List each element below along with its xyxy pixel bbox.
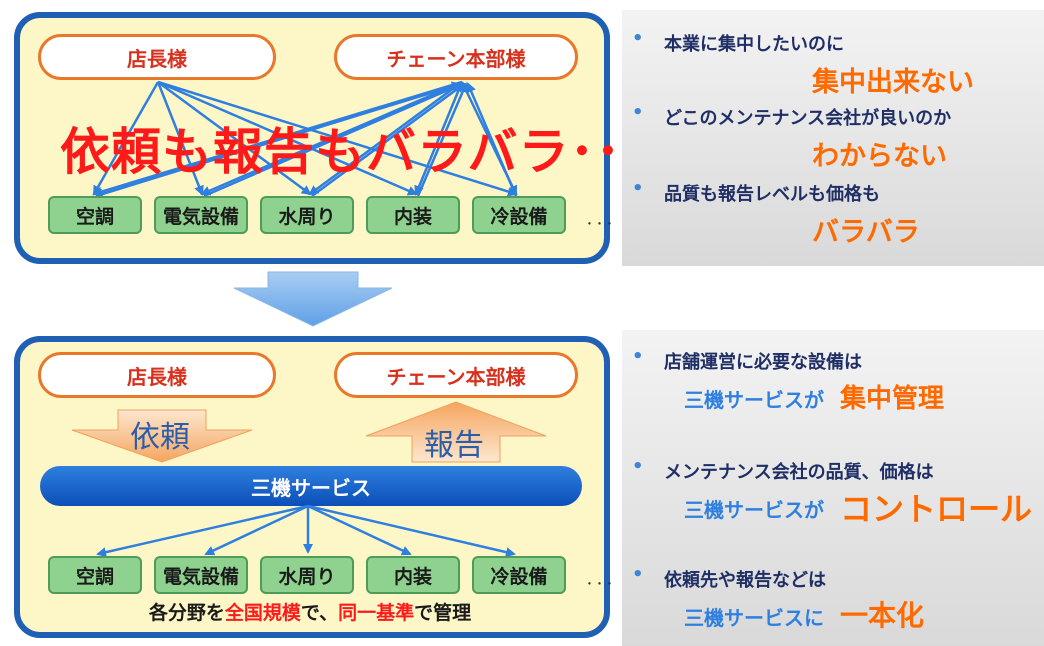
bottom-ellipsis: ･･･	[586, 577, 616, 593]
top-ellipsis: ･･･	[586, 217, 616, 233]
top-category-3: 水周り	[260, 196, 354, 234]
bottom-bullet-1-prefix: 三機サービスが	[684, 388, 824, 412]
top-bullet-3-highlight: バラバラ	[812, 217, 920, 248]
top-bullet-dot-2: •	[632, 102, 644, 123]
bottom-chain-hq-box: チェーン本部様	[334, 352, 578, 398]
top-chain-hq-box: チェーン本部様	[334, 34, 578, 80]
bottom-bullet-dot-2: •	[632, 456, 644, 477]
top-bullet-1-highlight: 集中出来ない	[812, 67, 974, 98]
bottom-bullet-1-line1: 店舗運営に必要な設備は	[664, 352, 862, 373]
top-info-box	[622, 10, 1044, 266]
top-bullet-dot-3: •	[632, 178, 644, 199]
report-arrow-label: 報告	[424, 428, 484, 463]
bottom-category-4: 内装	[366, 556, 460, 594]
top-bullet-1-text: 本業に集中したいのに	[664, 34, 844, 55]
footer-part-3: で管理	[414, 602, 472, 624]
top-store-manager-box: 店長様	[38, 34, 276, 80]
bottom-bullet-3-highlight: 一本化	[840, 599, 925, 632]
bottom-bullet-3-prefix: 三機サービスに	[684, 606, 824, 630]
bottom-category-2: 電気設備	[154, 556, 248, 594]
top-category-1: 空調	[48, 196, 142, 234]
footer-part-2: で、	[300, 602, 339, 624]
top-category-2: 電気設備	[154, 196, 248, 234]
request-arrow-label: 依頼	[130, 420, 190, 455]
bottom-bullet-dot-3: •	[632, 564, 644, 585]
footer-part-1: 各分野を	[148, 602, 225, 624]
top-headline: 依頼も報告もバラバラ･･･	[60, 123, 648, 181]
bottom-bullet-2-highlight: コントロール	[840, 490, 1033, 528]
top-category-5: 冷設備	[472, 196, 566, 234]
bottom-info-box	[622, 330, 1044, 646]
bottom-category-3: 水周り	[260, 556, 354, 594]
bottom-footer-caption: 各分野を全国規模で、同一基準で管理	[0, 598, 620, 625]
bottom-category-1: 空調	[48, 556, 142, 594]
top-category-4: 内装	[366, 196, 460, 234]
bottom-bullet-2-line1: メンテナンス会社の品質、価格は	[664, 462, 934, 483]
bottom-bullet-dot-1: •	[632, 346, 644, 367]
sanki-service-bar: 三機サービス	[40, 466, 582, 506]
top-bullet-2-text: どこのメンテナンス会社が良いのか	[664, 108, 952, 129]
top-bullet-dot-1: •	[632, 28, 644, 49]
bottom-bullet-2-prefix: 三機サービスが	[684, 498, 824, 522]
bottom-bullet-3-line1: 依頼先や報告などは	[664, 570, 826, 591]
bottom-bullet-1-highlight: 集中管理	[840, 384, 945, 414]
top-bullet-3-text: 品質も報告レベルも価格も	[664, 184, 880, 205]
top-bullet-2-highlight: わからない	[812, 141, 947, 172]
bottom-store-manager-box: 店長様	[38, 352, 276, 398]
footer-highlight-1: 全国規模	[224, 602, 301, 624]
bottom-category-5: 冷設備	[472, 556, 566, 594]
footer-highlight-2: 同一基準	[338, 602, 415, 624]
